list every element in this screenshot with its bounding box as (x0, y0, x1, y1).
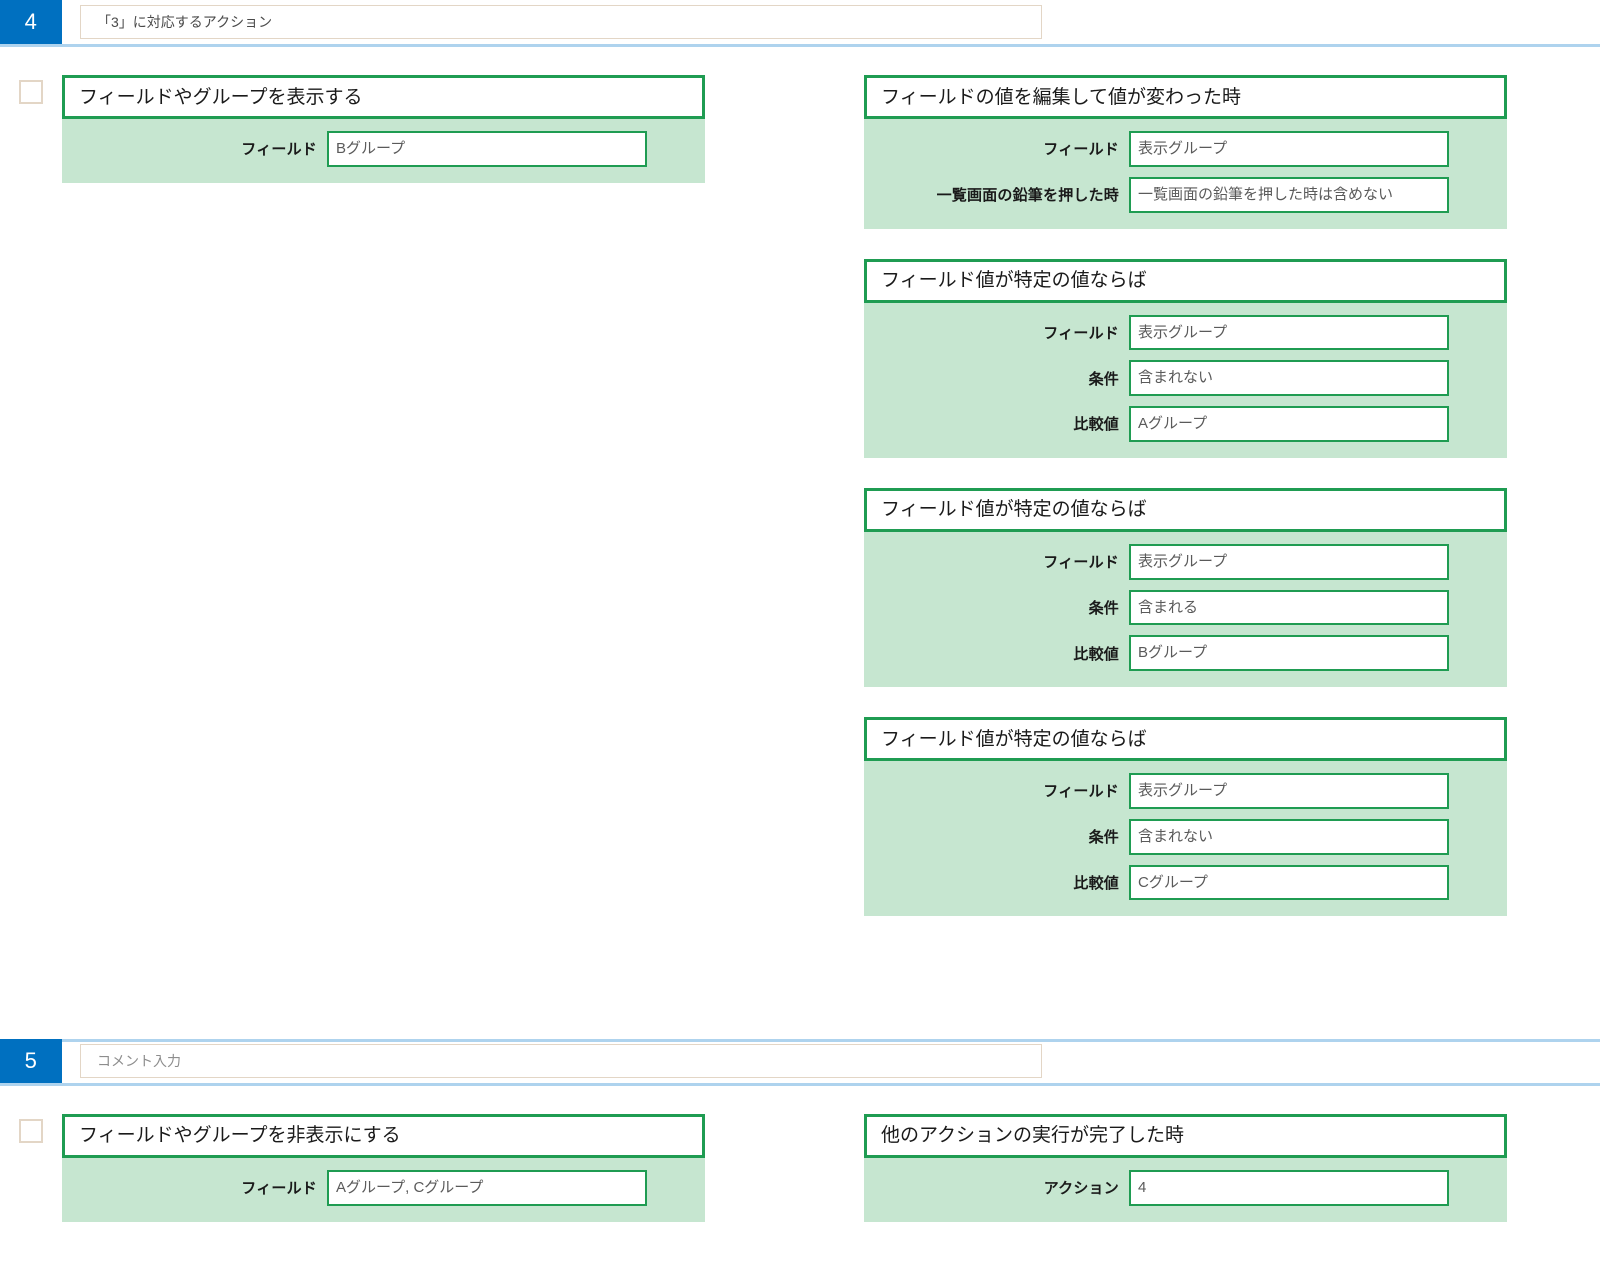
field-value[interactable]: 表示グループ (1129, 773, 1449, 809)
field-label: フィールド (1043, 783, 1119, 801)
condition-card-title[interactable]: フィールド値が特定の値ならば (864, 258, 1507, 303)
field-value[interactable]: 含まれない (1129, 360, 1449, 396)
action-card-body: フィールド Aグループ, Cグループ (62, 1157, 705, 1222)
field-value[interactable]: 含まれない (1129, 818, 1449, 855)
field-value[interactable]: Cグループ (1129, 864, 1449, 901)
field-label: フィールド (1043, 141, 1119, 159)
field-value[interactable]: 4 (1129, 1169, 1449, 1206)
section-header-4: 4 「3」に対応するアクション (0, 0, 1600, 44)
section-body-5: フィールドやグループを非表示にする フィールド Aグループ, Cグループ 他のア… (0, 1086, 1600, 1222)
trigger-card-other-action-done: 他のアクションの実行が完了した時 アクション 4 (864, 1113, 1536, 1222)
field-row: フィールド 表示グループ (864, 131, 1449, 167)
condition-card-2: フィールド値が特定の値ならば フィールド 表示グループ 条件 含まれる (864, 487, 1536, 687)
trigger-card-body: アクション 4 (864, 1157, 1507, 1222)
action-section-5: 5 コメント入力 フィールドやグループを非表示にする フィールド Aグループ, … (0, 1038, 1600, 1222)
trigger-card-value-changed: フィールドの値を編集して値が変わった時 フィールド 表示グループ 一覧画面の鉛筆… (864, 75, 1536, 229)
row-checkbox-cell-5 (0, 1114, 62, 1222)
field-label: 条件 (1088, 370, 1119, 388)
field-value[interactable]: 表示グループ (1129, 314, 1449, 351)
section-divider-4 (0, 44, 1600, 47)
section-topline-5 (0, 1038, 1600, 1042)
condition-card-3: フィールド値が特定の値ならば フィールド 表示グループ 条件 含まれない (864, 717, 1536, 917)
trigger-card-title[interactable]: フィールドの値を編集して値が変わった時 (864, 75, 1507, 119)
row-select-checkbox-5[interactable] (19, 1118, 43, 1143)
trigger-card-title[interactable]: 他のアクションの実行が完了した時 (864, 1113, 1507, 1158)
field-value[interactable]: Bグループ (1129, 635, 1449, 671)
action-section-4: 4 「3」に対応するアクション フィールドやグループを表示する フィールド Bグ… (0, 0, 1600, 1003)
condition-card-1: フィールド値が特定の値ならば フィールド 表示グループ 条件 含まれない (864, 258, 1536, 458)
comment-input-5[interactable]: コメント入力 (80, 1043, 1042, 1078)
field-label: アクション (1043, 1180, 1119, 1198)
field-row: フィールド Aグループ, Cグループ (62, 1169, 647, 1206)
action-column-5: フィールドやグループを非表示にする フィールド Aグループ, Cグループ (62, 1113, 864, 1222)
field-label: 条件 (1088, 829, 1119, 847)
section-columns-5: フィールドやグループを非表示にする フィールド Aグループ, Cグループ 他のア… (62, 1113, 1600, 1222)
field-value[interactable]: Aグループ, Cグループ (327, 1169, 647, 1206)
field-row: 比較値 Bグループ (864, 635, 1449, 671)
row-select-checkbox-4[interactable] (19, 80, 43, 104)
field-label: フィールド (241, 1180, 317, 1198)
field-row: 比較値 Aグループ (864, 406, 1449, 442)
field-row: フィールド 表示グループ (864, 773, 1449, 809)
action-card-body: フィールド Bグループ (62, 119, 705, 183)
action-column-4: フィールドやグループを表示する フィールド Bグループ (62, 75, 864, 1003)
comment-input-4[interactable]: 「3」に対応するアクション (80, 5, 1042, 39)
section-body-4: フィールドやグループを表示する フィールド Bグループ フィールドの値を編集 (0, 47, 1600, 1003)
field-value[interactable]: 一覧画面の鉛筆を押した時は含めない (1129, 176, 1449, 213)
section-divider-5 (0, 1082, 1600, 1086)
condition-card-title[interactable]: フィールド値が特定の値ならば (864, 487, 1507, 532)
left-column-spacer (62, 213, 864, 1003)
field-label: 比較値 (1073, 645, 1119, 663)
condition-card-body: フィールド 表示グループ 条件 含まれない 比較値 Aグループ (864, 302, 1507, 458)
section-number-badge-4: 4 (0, 0, 62, 44)
section-gap (0, 1003, 1600, 1039)
field-label: フィールド (241, 141, 317, 159)
trigger-column-5: 他のアクションの実行が完了した時 アクション 4 (864, 1113, 1536, 1222)
trigger-column-4: フィールドの値を編集して値が変わった時 フィールド 表示グループ 一覧画面の鉛筆… (864, 75, 1536, 1003)
field-row: アクション 4 (864, 1169, 1449, 1206)
condition-card-body: フィールド 表示グループ 条件 含まれない 比較値 Cグループ (864, 761, 1507, 917)
section-header-5: 5 コメント入力 (0, 1038, 1600, 1083)
field-label: 比較値 (1073, 416, 1119, 434)
field-row: 比較値 Cグループ (864, 864, 1449, 901)
condition-card-title[interactable]: フィールド値が特定の値ならば (864, 717, 1507, 761)
field-label: フィールド (1043, 324, 1119, 342)
field-row: フィールド 表示グループ (864, 314, 1449, 351)
field-row: フィールド 表示グループ (864, 543, 1449, 580)
field-row: フィールド Bグループ (62, 131, 647, 167)
action-card-title[interactable]: フィールドやグループを非表示にする (62, 1113, 705, 1158)
section-number-badge-5: 5 (0, 1038, 62, 1083)
field-value[interactable]: 表示グループ (1129, 543, 1449, 580)
field-row: 条件 含まれない (864, 360, 1449, 396)
field-value[interactable]: Aグループ (1129, 406, 1449, 442)
field-value[interactable]: 表示グループ (1129, 131, 1449, 167)
section-columns-4: フィールドやグループを表示する フィールド Bグループ フィールドの値を編集 (62, 75, 1600, 1003)
action-card-hide-fields: フィールドやグループを非表示にする フィールド Aグループ, Cグループ (62, 1113, 864, 1222)
action-card-title[interactable]: フィールドやグループを表示する (62, 75, 705, 119)
action-card-show-fields: フィールドやグループを表示する フィールド Bグループ (62, 75, 864, 183)
field-row: 条件 含まれる (864, 589, 1449, 626)
condition-card-body: フィールド 表示グループ 条件 含まれる 比較値 Bグループ (864, 531, 1507, 687)
field-label: 一覧画面の鉛筆を押した時 (936, 187, 1119, 205)
row-checkbox-cell-4 (0, 75, 62, 1003)
field-label: 条件 (1088, 599, 1119, 617)
trigger-card-body: フィールド 表示グループ 一覧画面の鉛筆を押した時 一覧画面の鉛筆を押した時は含… (864, 119, 1507, 229)
field-row: 条件 含まれない (864, 818, 1449, 855)
field-value[interactable]: 含まれる (1129, 589, 1449, 626)
field-row: 一覧画面の鉛筆を押した時 一覧画面の鉛筆を押した時は含めない (864, 176, 1449, 213)
field-value[interactable]: Bグループ (327, 131, 647, 167)
field-label: フィールド (1043, 554, 1119, 572)
field-label: 比較値 (1073, 874, 1119, 892)
